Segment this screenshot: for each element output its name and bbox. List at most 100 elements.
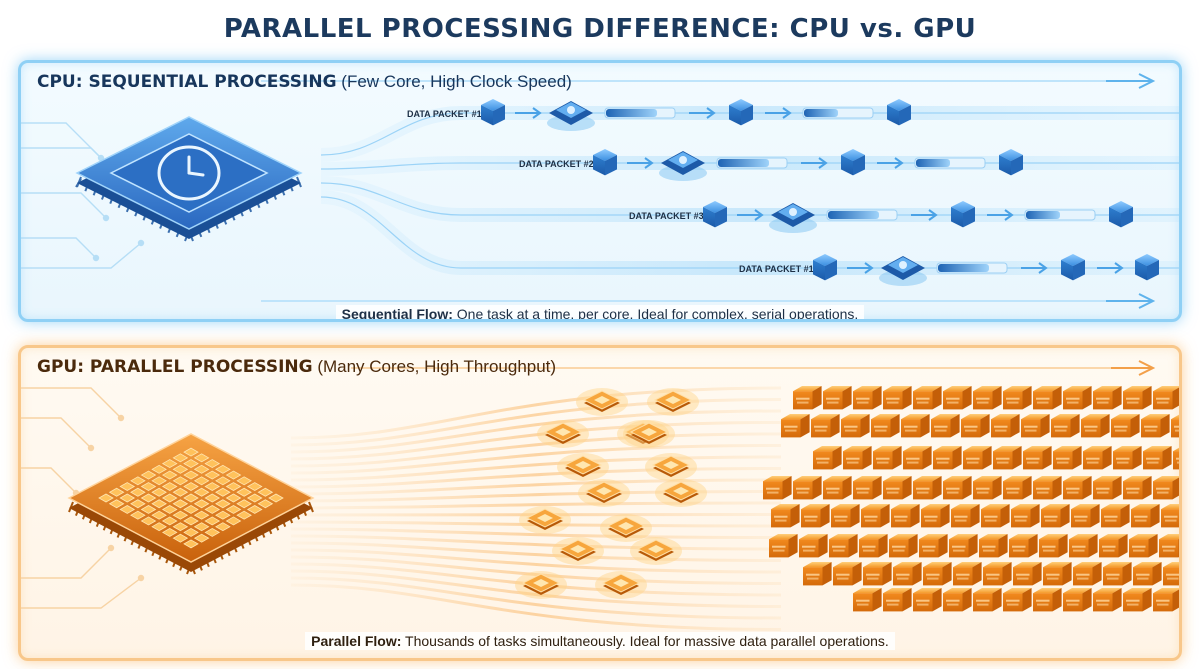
gpu-stream xyxy=(290,513,782,517)
cube-label xyxy=(866,573,880,576)
cube-front xyxy=(853,391,873,410)
cube-top xyxy=(883,588,912,594)
gpu-core-cell xyxy=(108,499,125,509)
cube-top xyxy=(853,476,882,482)
cube-side xyxy=(1181,504,1183,527)
cube-side xyxy=(860,414,870,438)
cube-label xyxy=(996,457,1010,460)
cube-front xyxy=(901,419,921,438)
data-cube-icon xyxy=(729,99,753,126)
gpu-stream xyxy=(290,386,782,440)
progress-fill xyxy=(938,264,989,272)
cube-label xyxy=(856,397,870,400)
cube-side xyxy=(812,476,822,500)
task-cube-icon xyxy=(853,386,882,410)
cube-label xyxy=(947,401,959,404)
cube-label xyxy=(926,573,940,576)
cube-label xyxy=(1006,397,1020,400)
task-cube-icon xyxy=(1071,504,1100,528)
cube-label xyxy=(983,549,995,552)
clock-face xyxy=(157,145,221,201)
cube-front xyxy=(1069,539,1089,558)
cube-side xyxy=(1060,504,1070,528)
cube-label xyxy=(805,519,817,522)
cube-label xyxy=(955,519,967,522)
cube-front xyxy=(853,481,873,500)
gpu-heading: GPU: PARALLEL PROCESSING (Many Cores, Hi… xyxy=(37,357,556,377)
cube-label xyxy=(806,573,820,576)
task-cube-icon xyxy=(981,504,1010,528)
core-center xyxy=(594,396,610,404)
task-cube-icon xyxy=(943,386,972,410)
task-cube-icon xyxy=(1131,504,1160,528)
cube-label xyxy=(1145,429,1157,432)
cube-side xyxy=(788,534,798,558)
cube-label xyxy=(1046,573,1060,576)
cube-side xyxy=(1092,562,1102,586)
task-cube-icon xyxy=(913,386,942,410)
cube-top xyxy=(823,476,852,482)
cube-front xyxy=(1093,391,1113,410)
cube-side xyxy=(998,534,1008,558)
gpu-core-cell xyxy=(225,470,242,480)
gpu-core-cell xyxy=(215,499,231,509)
gpu-heading-title: GPU: PARALLEL PROCESSING xyxy=(37,357,313,377)
cube-front xyxy=(823,391,843,410)
cube-label xyxy=(785,429,797,432)
page-title: PARALLEL PROCESSING DIFFERENCE: CPU vs. … xyxy=(223,14,977,44)
cube-label xyxy=(807,577,819,580)
core-center xyxy=(555,428,571,436)
gpu-core-icon xyxy=(578,479,630,507)
cube-label xyxy=(857,603,869,606)
cube-side xyxy=(1082,476,1092,500)
gpu-core-cell xyxy=(183,459,199,469)
cube-label xyxy=(1174,425,1179,428)
cube-right xyxy=(605,155,617,176)
cube-label xyxy=(982,545,996,548)
cube-front xyxy=(1159,539,1179,558)
circuit-node xyxy=(137,239,145,247)
cube-label xyxy=(1157,401,1169,404)
cube-front xyxy=(993,451,1013,470)
cube-label xyxy=(1045,519,1057,522)
cube-side xyxy=(1052,386,1062,410)
gpu-core-cell xyxy=(161,493,178,503)
cube-label xyxy=(1007,401,1019,404)
cube-top xyxy=(1071,504,1100,510)
cube-front xyxy=(859,539,879,558)
gpu-core-cell xyxy=(183,482,199,491)
cube-side xyxy=(1148,534,1158,558)
cube-front xyxy=(823,481,843,500)
cube-top xyxy=(1131,504,1160,510)
cube-top xyxy=(1123,476,1152,482)
cube-label xyxy=(874,425,888,428)
cube-label xyxy=(834,515,848,518)
cube-label xyxy=(1086,457,1100,460)
cube-front xyxy=(1093,593,1113,612)
cube-top xyxy=(831,504,860,510)
cube-label xyxy=(896,573,910,576)
cube-side xyxy=(1030,504,1040,528)
task-cube-icon xyxy=(1153,386,1179,410)
cube-side xyxy=(1028,534,1038,558)
cube-right xyxy=(899,105,911,126)
gpu-core-cell xyxy=(215,464,231,474)
cube-label xyxy=(1144,425,1158,428)
cube-label xyxy=(947,491,959,494)
cube-side xyxy=(992,386,1002,410)
data-packet-label: DATA PACKET #3 xyxy=(629,211,704,221)
gpu-core-cell xyxy=(140,516,157,526)
cube-label xyxy=(1077,577,1089,580)
cube-label xyxy=(995,429,1007,432)
core-center xyxy=(673,487,689,495)
cube-front xyxy=(933,451,953,470)
task-cube-icon xyxy=(1033,476,1062,500)
cube-top xyxy=(1003,588,1032,594)
cube-front xyxy=(843,451,863,470)
cube-label xyxy=(1055,429,1067,432)
data-cube-icon xyxy=(813,254,837,281)
cube-label xyxy=(904,425,918,428)
cube-top xyxy=(1009,534,1038,540)
cube-label xyxy=(887,401,899,404)
